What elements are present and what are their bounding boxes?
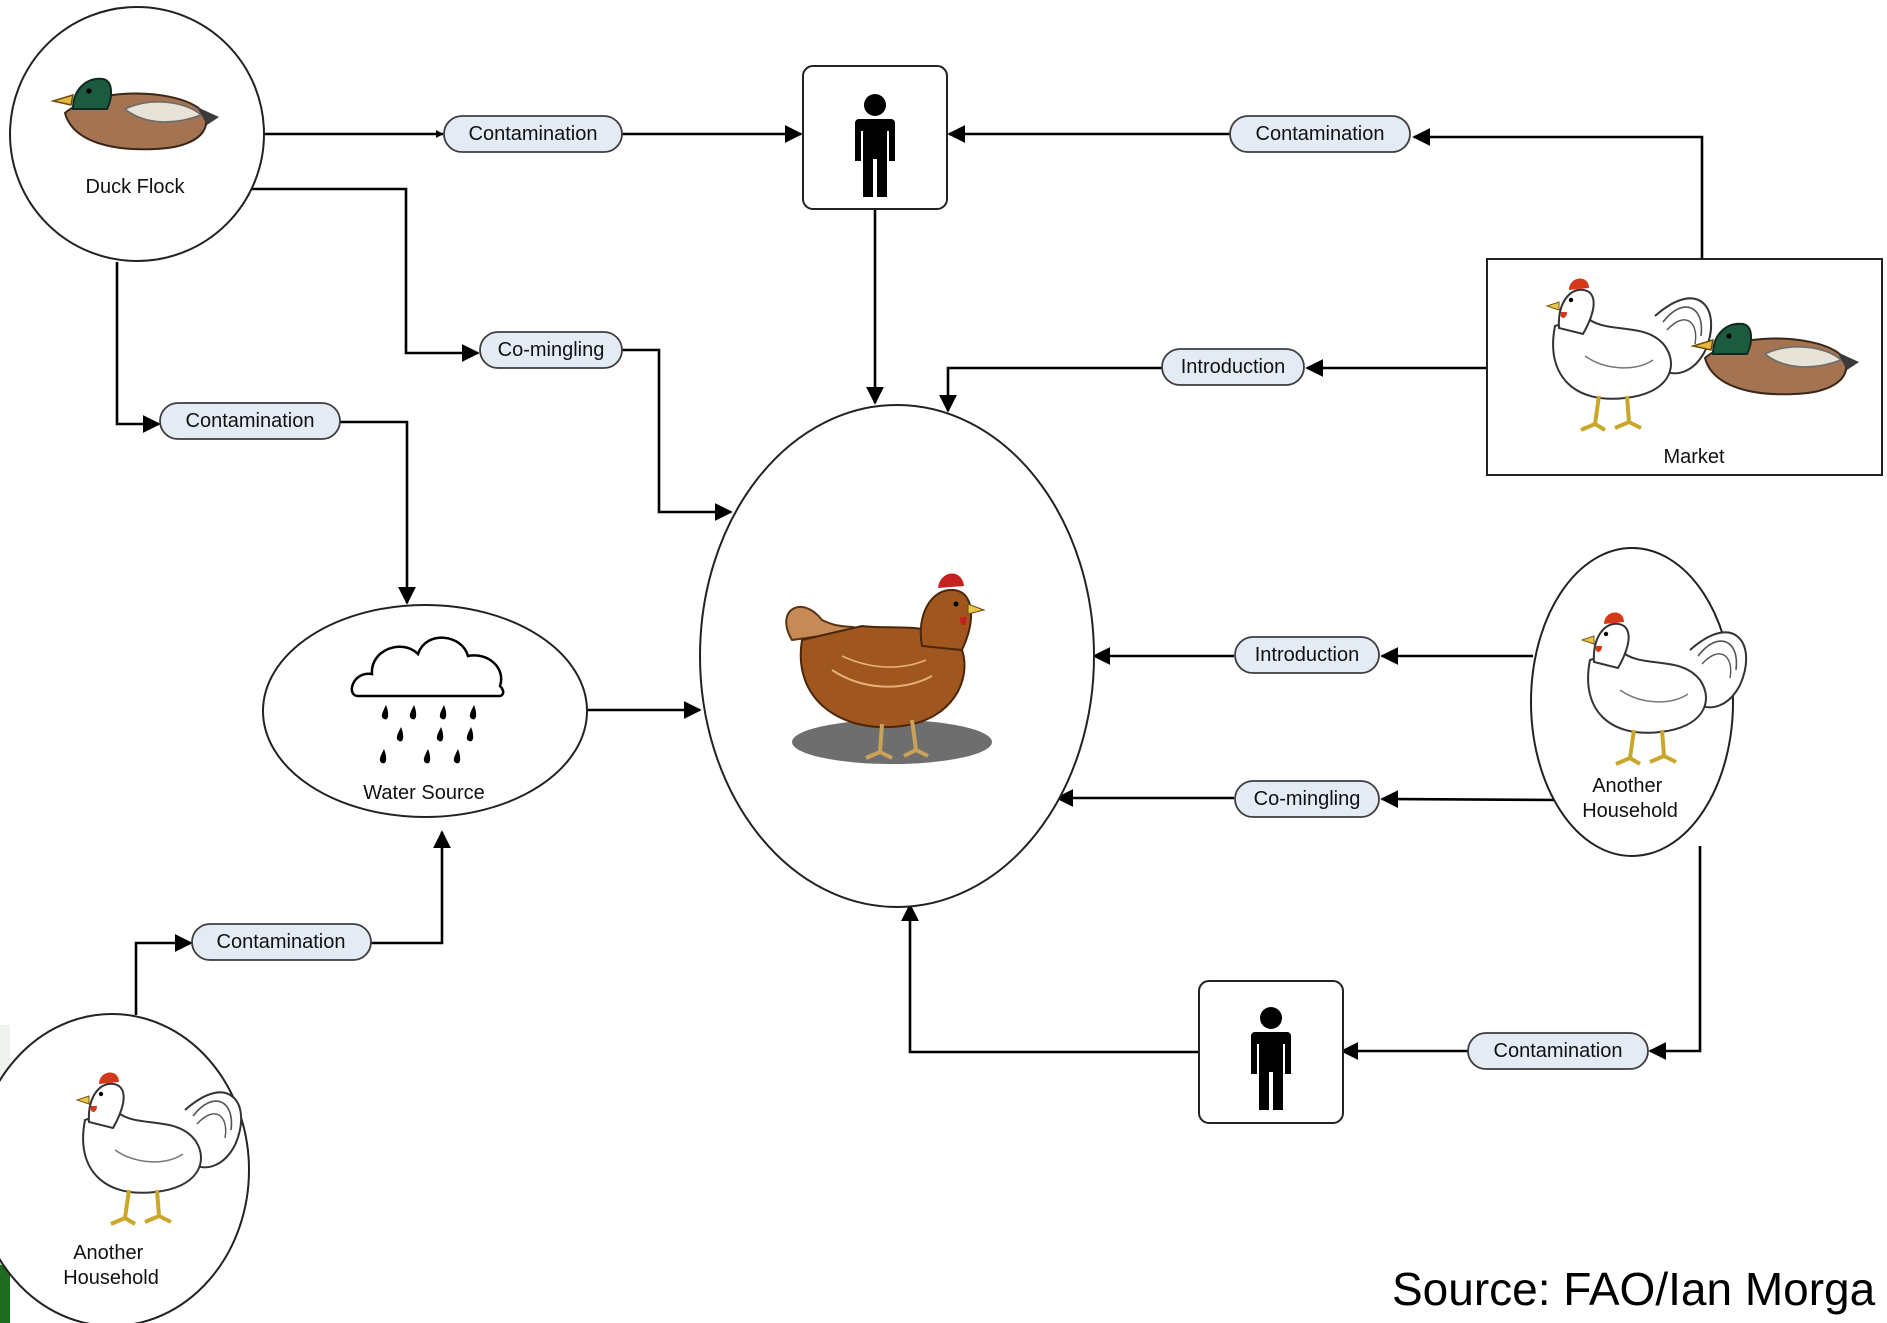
edge-comingling-pill-to-hen [622,348,733,521]
rain-cloud-icon [350,636,505,764]
left-edge-dark-green-bar [0,1265,10,1323]
svg-text:Contamination: Contamination [1256,123,1385,145]
svg-text:Contamination: Contamination [469,123,598,145]
svg-text:Contamination: Contamination [1494,1040,1623,1062]
water-source-label: Water Source [363,782,485,804]
svg-text:Introduction: Introduction [1255,644,1360,666]
edge-household-to-comingling-pill [1380,790,1561,809]
edge-person-to-hen-bottom [901,903,1198,1054]
node-water-source: Water Source [262,604,588,818]
pill-contamination-household-water: Contamination [191,923,372,961]
edge-duck-to-comingling-pill [250,187,480,362]
svg-text:Co-mingling: Co-mingling [498,339,605,361]
svg-text:Contamination: Contamination [217,931,346,953]
node-another-household-right: Another Household [1530,547,1749,857]
edge-market-to-contamination-pill [1412,128,1704,258]
svg-text:Co-mingling: Co-mingling [1254,788,1361,810]
svg-text:Introduction: Introduction [1181,356,1286,378]
edge-introduction-pill-to-hen [939,366,1162,413]
pill-contamination-duck-water: Contamination [159,402,341,440]
household-right-label: Another Household [1582,775,1678,822]
edge-household-to-contamination-pill [1648,846,1702,1060]
pill-contamination-market-person: Contamination [1229,115,1411,153]
edge-duck-to-water-contamination-pill [115,262,161,433]
edge-contamination-pill-to-water-bottom [371,830,451,945]
node-duck-flock: Duck Flock [9,6,265,262]
node-village-chicken [699,404,1095,908]
pill-contamination-duck-person: Contamination [443,115,623,153]
pill-introduction-market: Introduction [1161,348,1305,386]
edge-contamination-pill-to-water [340,420,416,605]
duck-flock-label: Duck Flock [86,176,186,198]
node-person-top [802,65,948,210]
svg-text:Contamination: Contamination [186,410,315,432]
node-person-bottom [1198,980,1344,1124]
pill-introduction-household: Introduction [1234,636,1380,674]
pill-comingling-duck: Co-mingling [479,331,623,369]
market-label: Market [1663,446,1725,468]
pill-contamination-household-person: Contamination [1467,1032,1649,1070]
node-market: Market [1486,258,1883,476]
edge-household-bottom-to-contamination-pill [134,934,193,1015]
household-bottom-label: Another Household [63,1242,159,1289]
source-credit: Source: FAO/Ian Morga [1392,1263,1876,1315]
pill-comingling-household: Co-mingling [1234,780,1380,818]
node-another-household-bottom: Another Household [0,1013,250,1323]
